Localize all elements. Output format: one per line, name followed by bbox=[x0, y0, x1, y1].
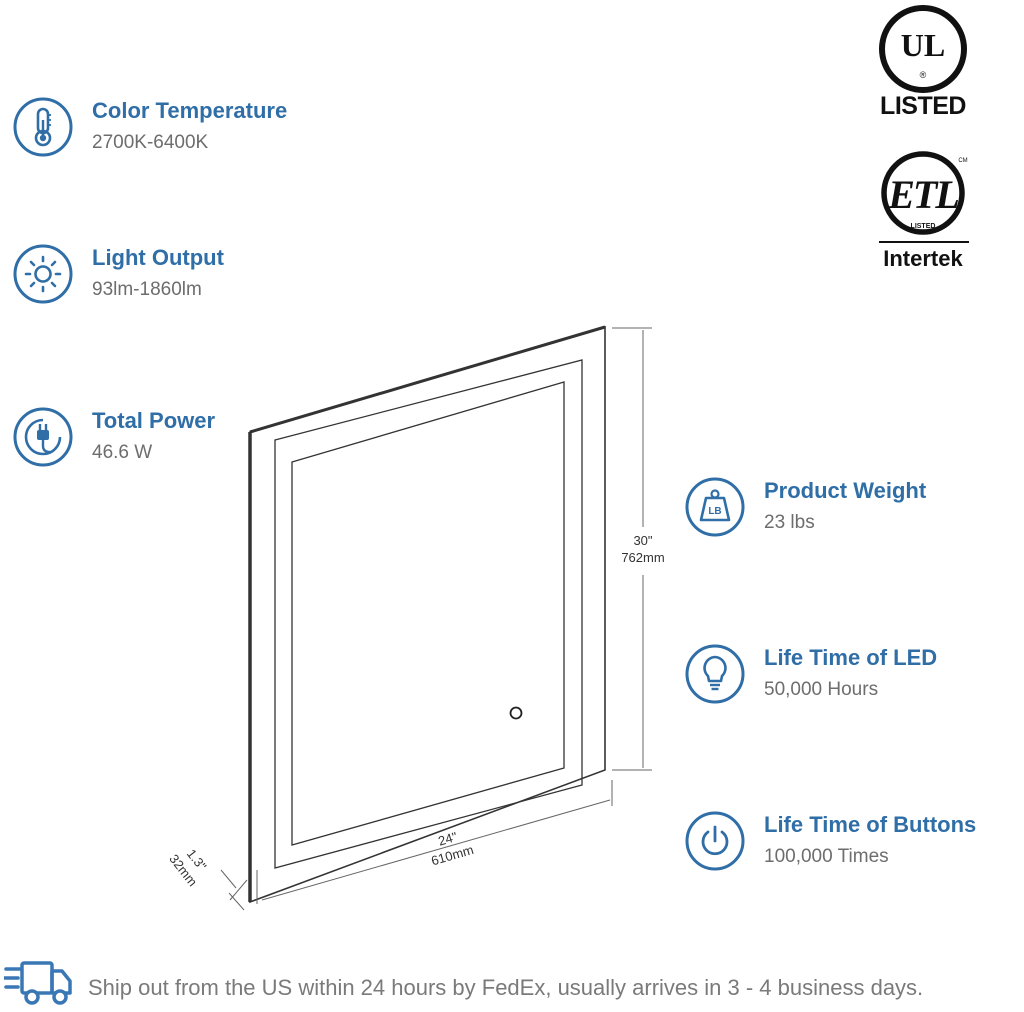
feature-title: Life Time of LED bbox=[764, 645, 938, 670]
ul-registered: ® bbox=[920, 70, 927, 80]
mirror-led-frame-outer bbox=[274, 359, 583, 869]
thermometer-icon bbox=[12, 96, 74, 158]
etl-logo: ETL LISTED CM bbox=[881, 151, 968, 235]
mirror-top-edge bbox=[249, 325, 606, 434]
mirror-led-frame-inner bbox=[291, 381, 565, 846]
feature-value: 2700K-6400K bbox=[92, 132, 209, 153]
height-mm: 762mm bbox=[621, 550, 665, 565]
sun-icon bbox=[12, 243, 74, 305]
feature-title: Total Power bbox=[92, 408, 216, 433]
feature-value: 100,000 Times bbox=[764, 846, 889, 867]
etl-divider bbox=[879, 241, 969, 243]
ul-mark: UL bbox=[901, 27, 945, 63]
feature-value: 23 lbs bbox=[764, 512, 815, 533]
ul-listed-badge: UL ® LISTED bbox=[875, 4, 971, 124]
shipping-banner: Ship out from the US within 24 hours by … bbox=[0, 955, 1024, 1010]
feature-value: 50,000 Hours bbox=[764, 679, 879, 700]
etl-listed-badge: ETL LISTED CM Intertek bbox=[875, 150, 971, 275]
weight-icon-label: LB bbox=[708, 506, 721, 517]
feature-value: 93lm-1860lm bbox=[92, 279, 202, 300]
ul-logo: UL ® bbox=[879, 5, 967, 93]
lightbulb-icon bbox=[684, 643, 746, 705]
delivery-truck-icon bbox=[2, 959, 74, 1007]
feature-title: Light Output bbox=[92, 245, 224, 270]
power-icon bbox=[684, 810, 746, 872]
height-dimension-label: 30" 762mm bbox=[612, 532, 674, 566]
height-inches: 30" bbox=[633, 533, 653, 548]
touch-button-icon bbox=[509, 706, 523, 720]
etl-label: Intertek bbox=[883, 246, 963, 271]
feature-title: Product Weight bbox=[764, 478, 927, 503]
feature-title: Life Time of Buttons bbox=[764, 812, 977, 837]
plug-icon bbox=[12, 406, 74, 468]
shipping-text: Ship out from the US within 24 hours by … bbox=[88, 975, 924, 1000]
weight-icon: LB bbox=[684, 476, 746, 538]
feature-value: 46.6 W bbox=[92, 442, 153, 463]
ul-label: LISTED bbox=[880, 92, 966, 120]
etl-mark: ETL bbox=[887, 172, 958, 217]
etl-cm: CM bbox=[958, 158, 967, 164]
feature-title: Color Temperature bbox=[92, 98, 288, 123]
etl-sub: LISTED bbox=[911, 223, 936, 230]
